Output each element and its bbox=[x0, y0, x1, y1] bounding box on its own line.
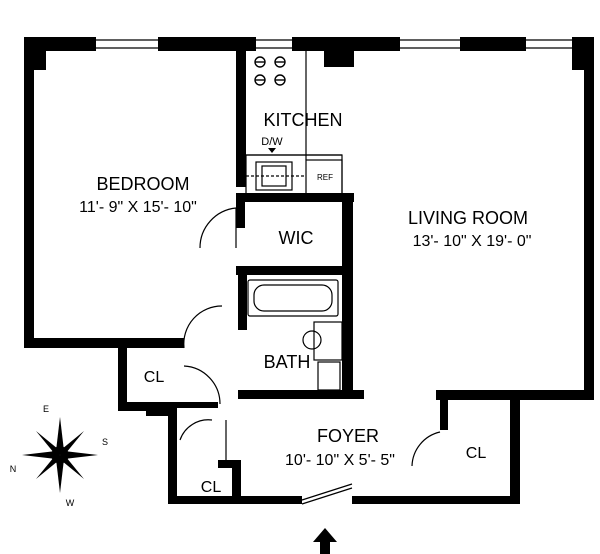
foyer-label: FOYER bbox=[317, 426, 379, 446]
stove bbox=[254, 56, 286, 86]
compass-east-label: E bbox=[43, 404, 49, 414]
kitchen-label: KITCHEN bbox=[263, 110, 342, 130]
bedroom-label: BEDROOM bbox=[96, 174, 189, 194]
thin-lines bbox=[96, 39, 588, 505]
foyer-dimensions: 10'- 10" X 5'- 5" bbox=[285, 452, 395, 469]
compass-south-label: S bbox=[102, 437, 108, 447]
living-room-dimensions: 13'- 10" X 19'- 0" bbox=[413, 233, 532, 250]
bedroom-dimensions: 11'- 9" X 15'- 10" bbox=[79, 199, 197, 216]
compass-icon bbox=[22, 417, 98, 493]
closet-bottom-label: CL bbox=[201, 479, 222, 496]
dishwasher-arrow-icon bbox=[268, 148, 276, 153]
compass-north-label: N bbox=[10, 464, 17, 474]
refrigerator-label: REF bbox=[317, 173, 333, 182]
bath-label: BATH bbox=[264, 352, 311, 372]
compass-west-label: W bbox=[66, 498, 75, 508]
closet-right-label: CL bbox=[466, 445, 487, 462]
dishwasher-label: D/W bbox=[261, 136, 283, 148]
closet-left-label: CL bbox=[144, 369, 165, 386]
wic-label: WIC bbox=[279, 228, 314, 248]
living-room-label: LIVING ROOM bbox=[408, 208, 528, 228]
walls bbox=[24, 37, 594, 504]
entry-arrow-icon bbox=[313, 528, 337, 554]
